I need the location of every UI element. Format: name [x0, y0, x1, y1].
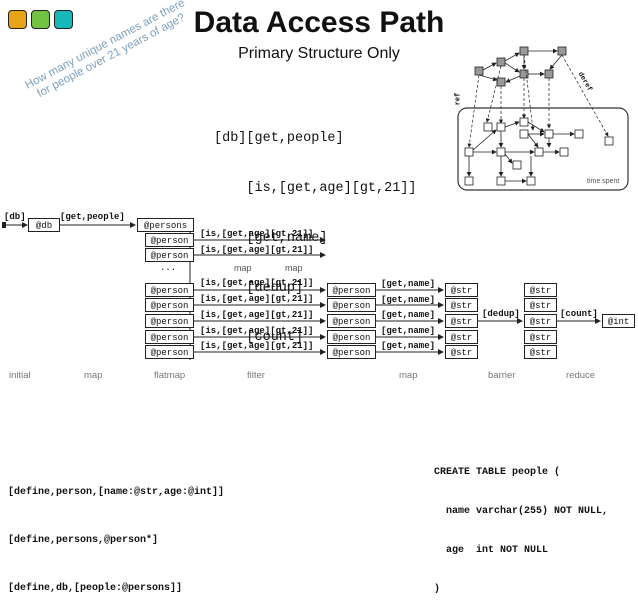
definition-line: [define,db,[people:@persons]] [8, 583, 183, 594]
gremlin-line: [is,[get,age][gt,21]] [214, 180, 417, 196]
person-node: @person [327, 298, 376, 312]
white-node [574, 129, 584, 139]
str-node: @str [524, 298, 557, 312]
white-node [512, 160, 522, 170]
get-name-label: [get,name] [381, 326, 436, 336]
str-node: @str [445, 283, 478, 297]
db-node: @db [28, 218, 60, 232]
orange-square-icon [8, 10, 27, 29]
person-node: @person [145, 345, 194, 359]
get-name-label: [get,name] [381, 310, 436, 320]
stage-barrier: barrier [488, 370, 516, 381]
definition-line: [define,person,[name:@str,age:@int]] [8, 487, 225, 498]
gremlin-line: [dedup] [214, 280, 304, 296]
teal-square-icon [54, 10, 73, 29]
gremlin-line: [db][get,people] [214, 131, 344, 147]
graph-figure [457, 46, 629, 191]
sql-schema: CREATE TABLE people ( name varchar(255) … [434, 440, 608, 609]
str-node: @str [524, 345, 557, 359]
gremlin-line: [count] [214, 330, 304, 346]
sql-line: age int NOT NULL [434, 545, 549, 556]
filter-label: [is,[get,age][gt,21]] [200, 294, 314, 304]
page-subtitle: Primary Structure Only [238, 45, 400, 62]
stage-flatmap: flatmap [154, 370, 186, 381]
gremlin-query: [db][get,people] [is,[get,age][gt,21]] [… [214, 98, 417, 364]
str-node: @str [445, 345, 478, 359]
str-node: @str [445, 330, 478, 344]
map-label: map [285, 263, 303, 273]
str-node: @str [524, 330, 557, 344]
person-node: @person [327, 345, 376, 359]
white-node [483, 122, 493, 132]
green-square-icon [31, 10, 50, 29]
type-definitions: [define,person,[name:@str,age:@int]] [de… [8, 453, 224, 613]
filter-label: [is,[get,age][gt,21]] [200, 310, 314, 320]
sql-line: ) [434, 584, 441, 595]
sql-line: CREATE TABLE people ( [434, 467, 561, 478]
person-node: @person [145, 248, 194, 262]
map-label: map [234, 263, 252, 273]
int-node: @int [602, 314, 635, 328]
get-name-label: [get,name] [381, 341, 436, 351]
sql-line: name varchar(255) NOT NULL, [434, 506, 609, 517]
ellipsis: ... [160, 263, 177, 273]
page-title: Data Access Path [193, 6, 445, 39]
str-node: @str [445, 298, 478, 312]
person-node: @person [145, 233, 194, 247]
time-spent-label: time spent [587, 178, 620, 185]
str-node: @str [524, 314, 557, 328]
stage-reduce: reduce [566, 370, 596, 381]
get-people-label: [get,people] [60, 212, 125, 222]
get-name-label: [get,name] [381, 295, 436, 305]
person-node: @person [327, 330, 376, 344]
person-node: @person [327, 314, 376, 328]
str-node: @str [445, 314, 478, 328]
white-node [464, 176, 474, 186]
filter-label: [is,[get,age][gt,21]] [200, 245, 314, 255]
gremlin-line: [get,name] [214, 230, 328, 246]
white-node [526, 176, 536, 186]
filter-label: [is,[get,age][gt,21]] [200, 326, 314, 336]
person-node: @person [327, 283, 376, 297]
persons-node: @persons [137, 218, 194, 232]
db-start-marker [2, 222, 6, 228]
filter-label: [is,[get,age][gt,21]] [200, 341, 314, 351]
definition-line: [define,persons,@person*] [8, 535, 159, 546]
str-node: @str [524, 283, 557, 297]
white-node [604, 136, 614, 146]
person-node: @person [145, 298, 194, 312]
db-label: [db] [4, 212, 26, 222]
get-name-label: [get,name] [381, 279, 436, 289]
stage-filter: filter [247, 370, 265, 381]
person-node: @person [145, 314, 194, 328]
stage-map: map [84, 370, 103, 381]
stage-initial: initial [9, 370, 31, 381]
filter-label: [is,[get,age][gt,21]] [200, 229, 314, 239]
pipeline-arrows [2, 222, 601, 360]
filter-label: [is,[get,age][gt,21]] [200, 278, 314, 288]
dedup-label: [dedup] [482, 309, 520, 319]
white-node [559, 147, 569, 157]
person-node: @person [145, 283, 194, 297]
stage-map: map [399, 370, 418, 381]
person-node: @person [145, 330, 194, 344]
time-box [457, 107, 629, 191]
count-label: [count] [560, 309, 598, 319]
